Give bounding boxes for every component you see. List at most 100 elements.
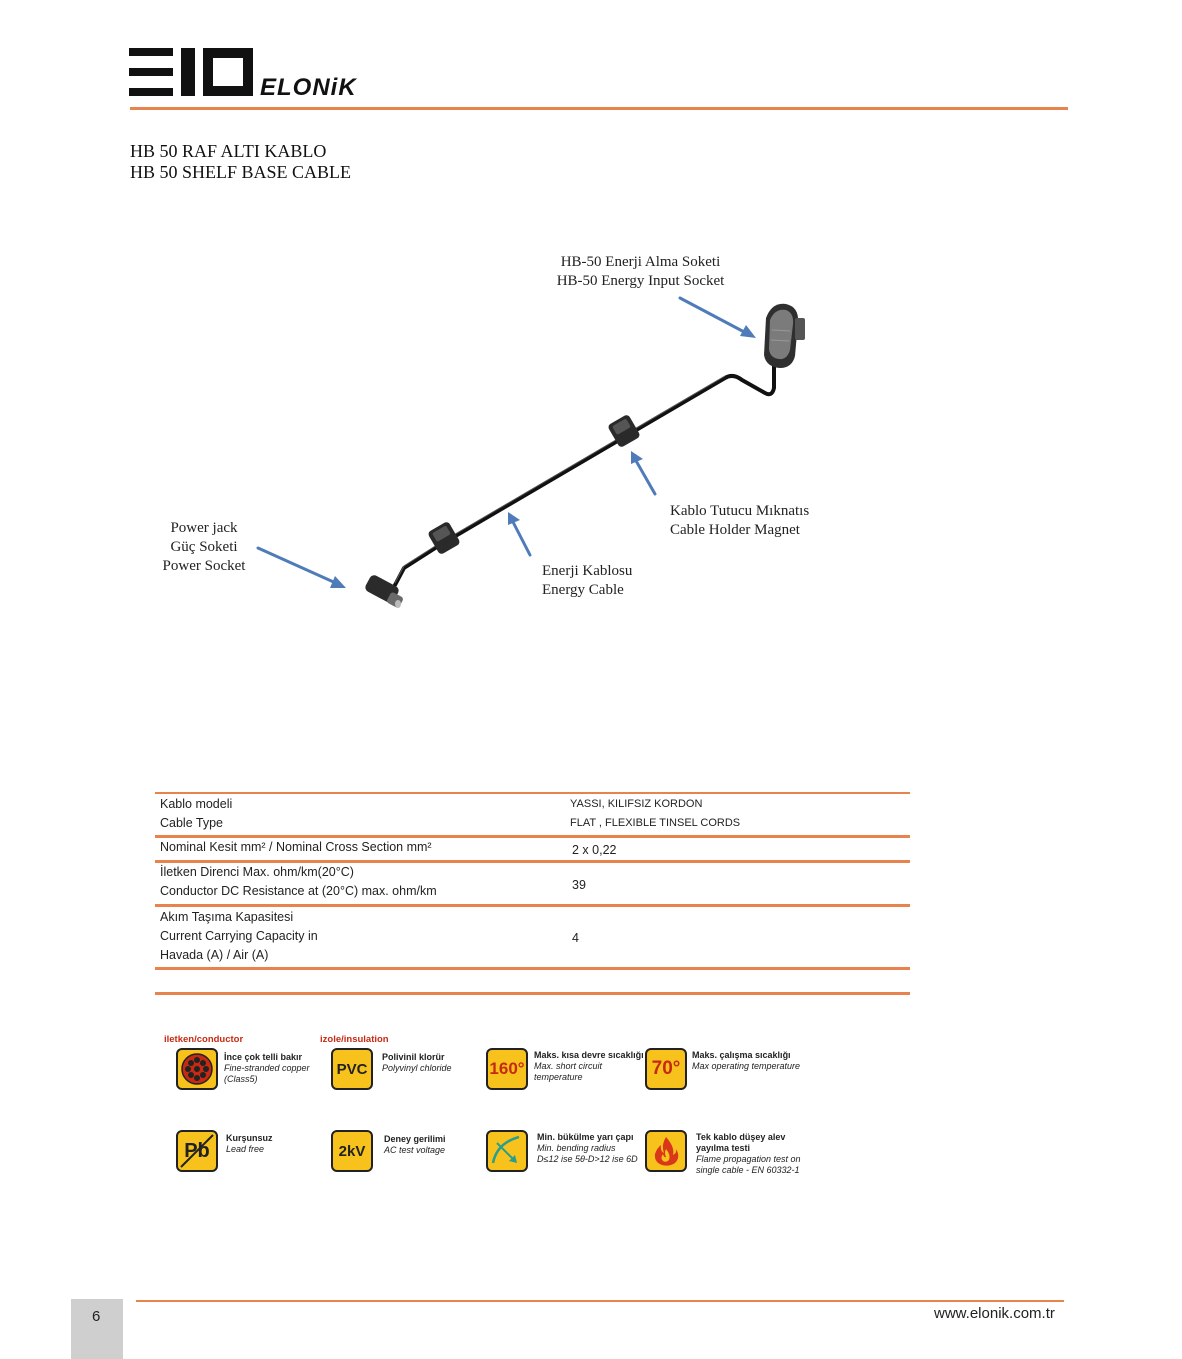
flame-desc-tr2: yayılma testi <box>696 1143 751 1153</box>
test-voltage-desc-en: AC test voltage <box>384 1145 446 1155</box>
callout-energy-cable-en: Energy Cable <box>542 582 624 598</box>
lead-free-desc-tr: Kurşunsuz <box>226 1133 273 1143</box>
callout-holder-magnet-tr: Kablo Tutucu Mıknatıs <box>670 503 810 519</box>
brand-logo: ELONiK <box>129 46 369 102</box>
row-cross-section-label: Nominal Kesit mm² / Nominal Cross Sectio… <box>160 840 432 854</box>
flame-test-desc: Tek kablo düşey alev yayılma testi Flame… <box>696 1132 801 1176</box>
flame-test-icon <box>645 1130 687 1172</box>
cable-type-value-en: FLAT , FLEXIBLE TINSEL CORDS <box>570 817 741 829</box>
copper-desc-class: (Class5) <box>224 1074 258 1084</box>
lead-free-desc-en: Lead free <box>226 1144 265 1154</box>
copper-strand-icon <box>176 1048 218 1090</box>
callout-holder-magnet-en: Cable Holder Magnet <box>670 522 800 538</box>
row-capacity-value: 4 <box>572 931 579 945</box>
flame-desc-tr1: Tek kablo düşey alev <box>696 1132 786 1142</box>
callout-power-socket-line3: Power Socket <box>162 558 246 574</box>
table-rule <box>155 967 910 970</box>
arrow-holder-magnet <box>633 457 657 496</box>
resistance-label-tr: İletken Direnci Max. ohm/km(20°C) <box>160 865 354 879</box>
arrow-energy-cable <box>510 518 532 557</box>
short-circuit-desc-en2: temperature <box>534 1072 583 1082</box>
callout-power-socket-line2: Güç Soketi <box>170 539 238 555</box>
bending-radius-icon <box>486 1130 528 1172</box>
conductor-category-label: iletken/conductor <box>164 1034 244 1045</box>
pvc-desc-en: Polyvinyl chloride <box>382 1063 452 1073</box>
input-socket-connector <box>764 303 805 368</box>
test-voltage-desc-tr: Deney gerilimi <box>384 1134 446 1144</box>
lead-free-symbol: Pb <box>184 1139 210 1162</box>
operating-temp-desc: Maks. çalışma sıcaklığı Max operating te… <box>692 1050 800 1072</box>
callout-holder-magnet: Kablo Tutucu Mıknatıs Cable Holder Magne… <box>670 502 809 540</box>
cable-type-label-en: Cable Type <box>160 816 224 830</box>
logo-word: ELONiK <box>260 74 357 101</box>
test-voltage-icon: 2kV <box>331 1130 373 1172</box>
website-link[interactable]: www.elonik.com.tr <box>934 1305 1055 1322</box>
callout-energy-cable: Enerji Kablosu Energy Cable <box>542 562 632 600</box>
pvc-icon: PVC <box>331 1048 373 1090</box>
short-circuit-desc-tr: Maks. kısa devre sıcaklığı <box>534 1050 644 1060</box>
operating-temp-icon: 70° <box>645 1048 687 1090</box>
table-rule <box>155 835 910 838</box>
logo-mark-icon <box>129 48 253 96</box>
page-title-en: HB 50 SHELF BASE CABLE <box>130 162 352 182</box>
bending-desc-formula: D≤12 ise 5θ-D>12 ise 6D <box>537 1154 638 1164</box>
lead-free-desc: Kurşunsuz Lead free <box>226 1133 273 1155</box>
callout-input-socket-en: HB-50 Energy Input Socket <box>556 273 725 289</box>
pvc-desc-tr: Polivinil klorür <box>382 1052 445 1062</box>
bending-desc-en: Min. bending radius <box>537 1143 616 1153</box>
callout-input-socket: HB-50 Enerji Alma Soketi HB-50 Energy In… <box>553 253 728 291</box>
capacity-label-tr: Akım Taşıma Kapasitesi <box>160 910 294 924</box>
page-title-tr: HB 50 RAF ALTI KABLO <box>130 141 327 161</box>
copper-desc-en: Fine-stranded copper <box>224 1063 310 1073</box>
insulation-category-label: izole/insulation <box>320 1034 389 1045</box>
cable-holder-magnet-1 <box>428 522 460 554</box>
row-cross-section-value: 2 x 0,22 <box>572 843 617 857</box>
short-circuit-desc-en1: Max. short circuit <box>534 1061 603 1071</box>
copper-strand-desc: İnce çok telli bakır Fine-stranded coppe… <box>224 1052 310 1085</box>
callout-power-socket-line1: Power jack <box>170 520 238 536</box>
pvc-desc: Polivinil klorür Polyvinyl chloride <box>382 1052 452 1074</box>
row-capacity-label: Akım Taşıma Kapasitesi Current Carrying … <box>160 908 318 965</box>
energy-cable-line <box>393 364 776 587</box>
test-voltage-desc: Deney gerilimi AC test voltage <box>384 1134 446 1156</box>
pvc-symbol: PVC <box>336 1060 368 1078</box>
table-rule <box>155 992 910 995</box>
resistance-label-en: Conductor DC Resistance at (20°C) max. o… <box>160 884 437 898</box>
bending-desc-tr: Min. bükülme yarı çapı <box>537 1132 634 1142</box>
callout-energy-cable-tr: Enerji Kablosu <box>542 563 633 579</box>
flame-desc-en2: single cable - EN 60332-1 <box>696 1165 800 1175</box>
arrow-input-socket <box>678 296 750 336</box>
short-circuit-symbol: 160° <box>489 1059 525 1078</box>
callout-power-socket: Power jack Güç Soketi Power Socket <box>158 519 250 576</box>
row-resistance-value: 39 <box>572 878 586 892</box>
capacity-label-en: Current Carrying Capacity in <box>160 929 318 943</box>
cable-type-label-tr: Kablo modeli <box>160 797 233 811</box>
short-circuit-temp-icon: 160° <box>486 1048 528 1090</box>
flame-desc-en1: Flame propagation test on <box>696 1154 801 1164</box>
arrow-power-socket <box>256 546 340 586</box>
cable-holder-magnet-2 <box>608 415 640 447</box>
operating-temp-symbol: 70° <box>651 1058 681 1079</box>
cable-illustration <box>256 296 805 608</box>
row-cable-type-label: Kablo modeli Cable Type <box>160 795 232 833</box>
table-rule <box>155 792 910 794</box>
header-rule <box>130 107 1068 110</box>
page-number: 6 <box>92 1308 101 1325</box>
table-rule <box>155 904 910 907</box>
page-number-box: 6 <box>71 1299 123 1359</box>
callout-input-socket-tr: HB-50 Enerji Alma Soketi <box>560 254 721 270</box>
short-circuit-desc: Maks. kısa devre sıcaklığı Max. short ci… <box>534 1050 644 1083</box>
operating-temp-desc-tr: Maks. çalışma sıcaklığı <box>692 1050 791 1060</box>
row-cable-type-value: YASSI, KILIFSIZ KORDON FLAT , FLEXIBLE T… <box>570 795 740 833</box>
lead-free-icon: Pb <box>176 1130 218 1172</box>
test-voltage-symbol: 2kV <box>338 1142 366 1160</box>
capacity-label-air: Havada (A) / Air (A) <box>160 948 269 962</box>
copper-desc-tr: İnce çok telli bakır <box>224 1052 303 1062</box>
operating-temp-desc-en: Max operating temperature <box>692 1061 801 1071</box>
footer-rule <box>136 1300 1064 1302</box>
cable-type-value-tr: YASSI, KILIFSIZ KORDON <box>570 798 703 810</box>
table-rule <box>155 860 910 863</box>
row-resistance-label: İletken Direnci Max. ohm/km(20°C) Conduc… <box>160 863 437 901</box>
bending-radius-desc: Min. bükülme yarı çapı Min. bending radi… <box>537 1132 638 1165</box>
power-jack-connector <box>365 575 403 608</box>
